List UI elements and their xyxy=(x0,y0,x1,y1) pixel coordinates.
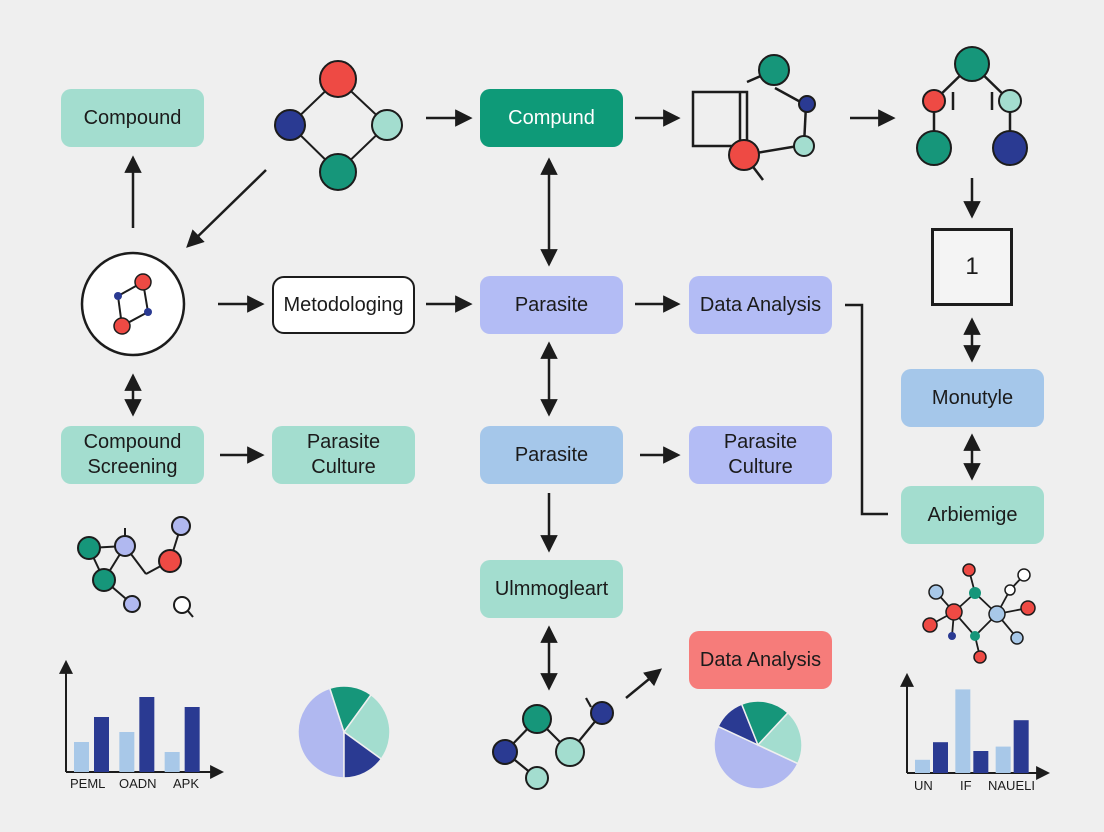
arrow-molecule-to-circle xyxy=(186,169,267,248)
bar-if-2 xyxy=(973,751,989,773)
tick-label-un: UN xyxy=(914,778,933,793)
node-numbered-square: 1 xyxy=(931,228,1013,306)
tick-label-oadn: OADN xyxy=(119,776,157,791)
bar-if-1 xyxy=(955,689,971,773)
node-parasite-middle: Parasite xyxy=(480,426,623,484)
pie-slice-1 xyxy=(713,725,799,790)
node-metodologing: Metodologing xyxy=(272,276,415,334)
bar-peml-1 xyxy=(74,742,89,772)
bar-chart-right xyxy=(900,672,1051,780)
node-monutyle: Monutyle xyxy=(901,369,1044,427)
pie-slice-4 xyxy=(756,711,803,765)
pie-slice-3 xyxy=(342,693,391,761)
node-arbiemige: Arbiemige xyxy=(901,486,1044,544)
molecule-cluster-right xyxy=(922,563,1036,664)
bar-peml-2 xyxy=(94,717,109,772)
bar-un-2 xyxy=(933,742,948,773)
connector-arrows xyxy=(124,109,981,699)
node-compund: Compund xyxy=(480,89,623,147)
molecule-ring-square xyxy=(691,54,816,181)
node-ulmmogleart: Ulmmogleart xyxy=(480,560,623,618)
arrow-molecule-to-data-analysis xyxy=(625,668,663,699)
node-parasite-culture-right: Parasite Culture xyxy=(689,426,832,484)
pie-slice-4 xyxy=(343,730,383,779)
node-parasite-culture-left: Parasite Culture xyxy=(272,426,415,484)
circled-molecule xyxy=(80,251,186,357)
pie-chart-right xyxy=(713,700,803,790)
connector-data-analysis-to-arbiemige xyxy=(845,303,888,516)
pie-chart-left xyxy=(297,685,391,779)
node-compound-screening: Compound Screening xyxy=(61,426,204,484)
pie-slice-1 xyxy=(297,687,345,779)
node-parasite-upper: Parasite xyxy=(480,276,623,334)
bar-apk-1 xyxy=(164,752,180,772)
molecule-bottom-middle xyxy=(492,697,614,790)
tick-label-apk: APK xyxy=(173,776,200,791)
tick-label-naueli: NAUELI xyxy=(988,778,1035,793)
pie-slice-3 xyxy=(740,700,790,747)
node-compound: Compound xyxy=(61,89,204,147)
molecule-cluster-left xyxy=(77,516,194,618)
bar-chart-left xyxy=(59,659,225,779)
molecule-top-right xyxy=(916,46,1028,166)
bar-oadn-1 xyxy=(119,732,135,772)
tick-label-peml: PEML xyxy=(70,776,106,791)
bar-un-1 xyxy=(915,759,930,773)
node-data-analysis-upper: Data Analysis xyxy=(689,276,832,334)
bar-apk-2 xyxy=(184,707,200,772)
node-data-analysis-lower: Data Analysis xyxy=(689,631,832,689)
molecule-diamond-top xyxy=(274,60,403,191)
tick-label-if: IF xyxy=(960,778,972,793)
bar-naueli-2 xyxy=(1013,720,1029,773)
bar-oadn-2 xyxy=(139,697,155,772)
bar-naueli-1 xyxy=(995,746,1011,773)
